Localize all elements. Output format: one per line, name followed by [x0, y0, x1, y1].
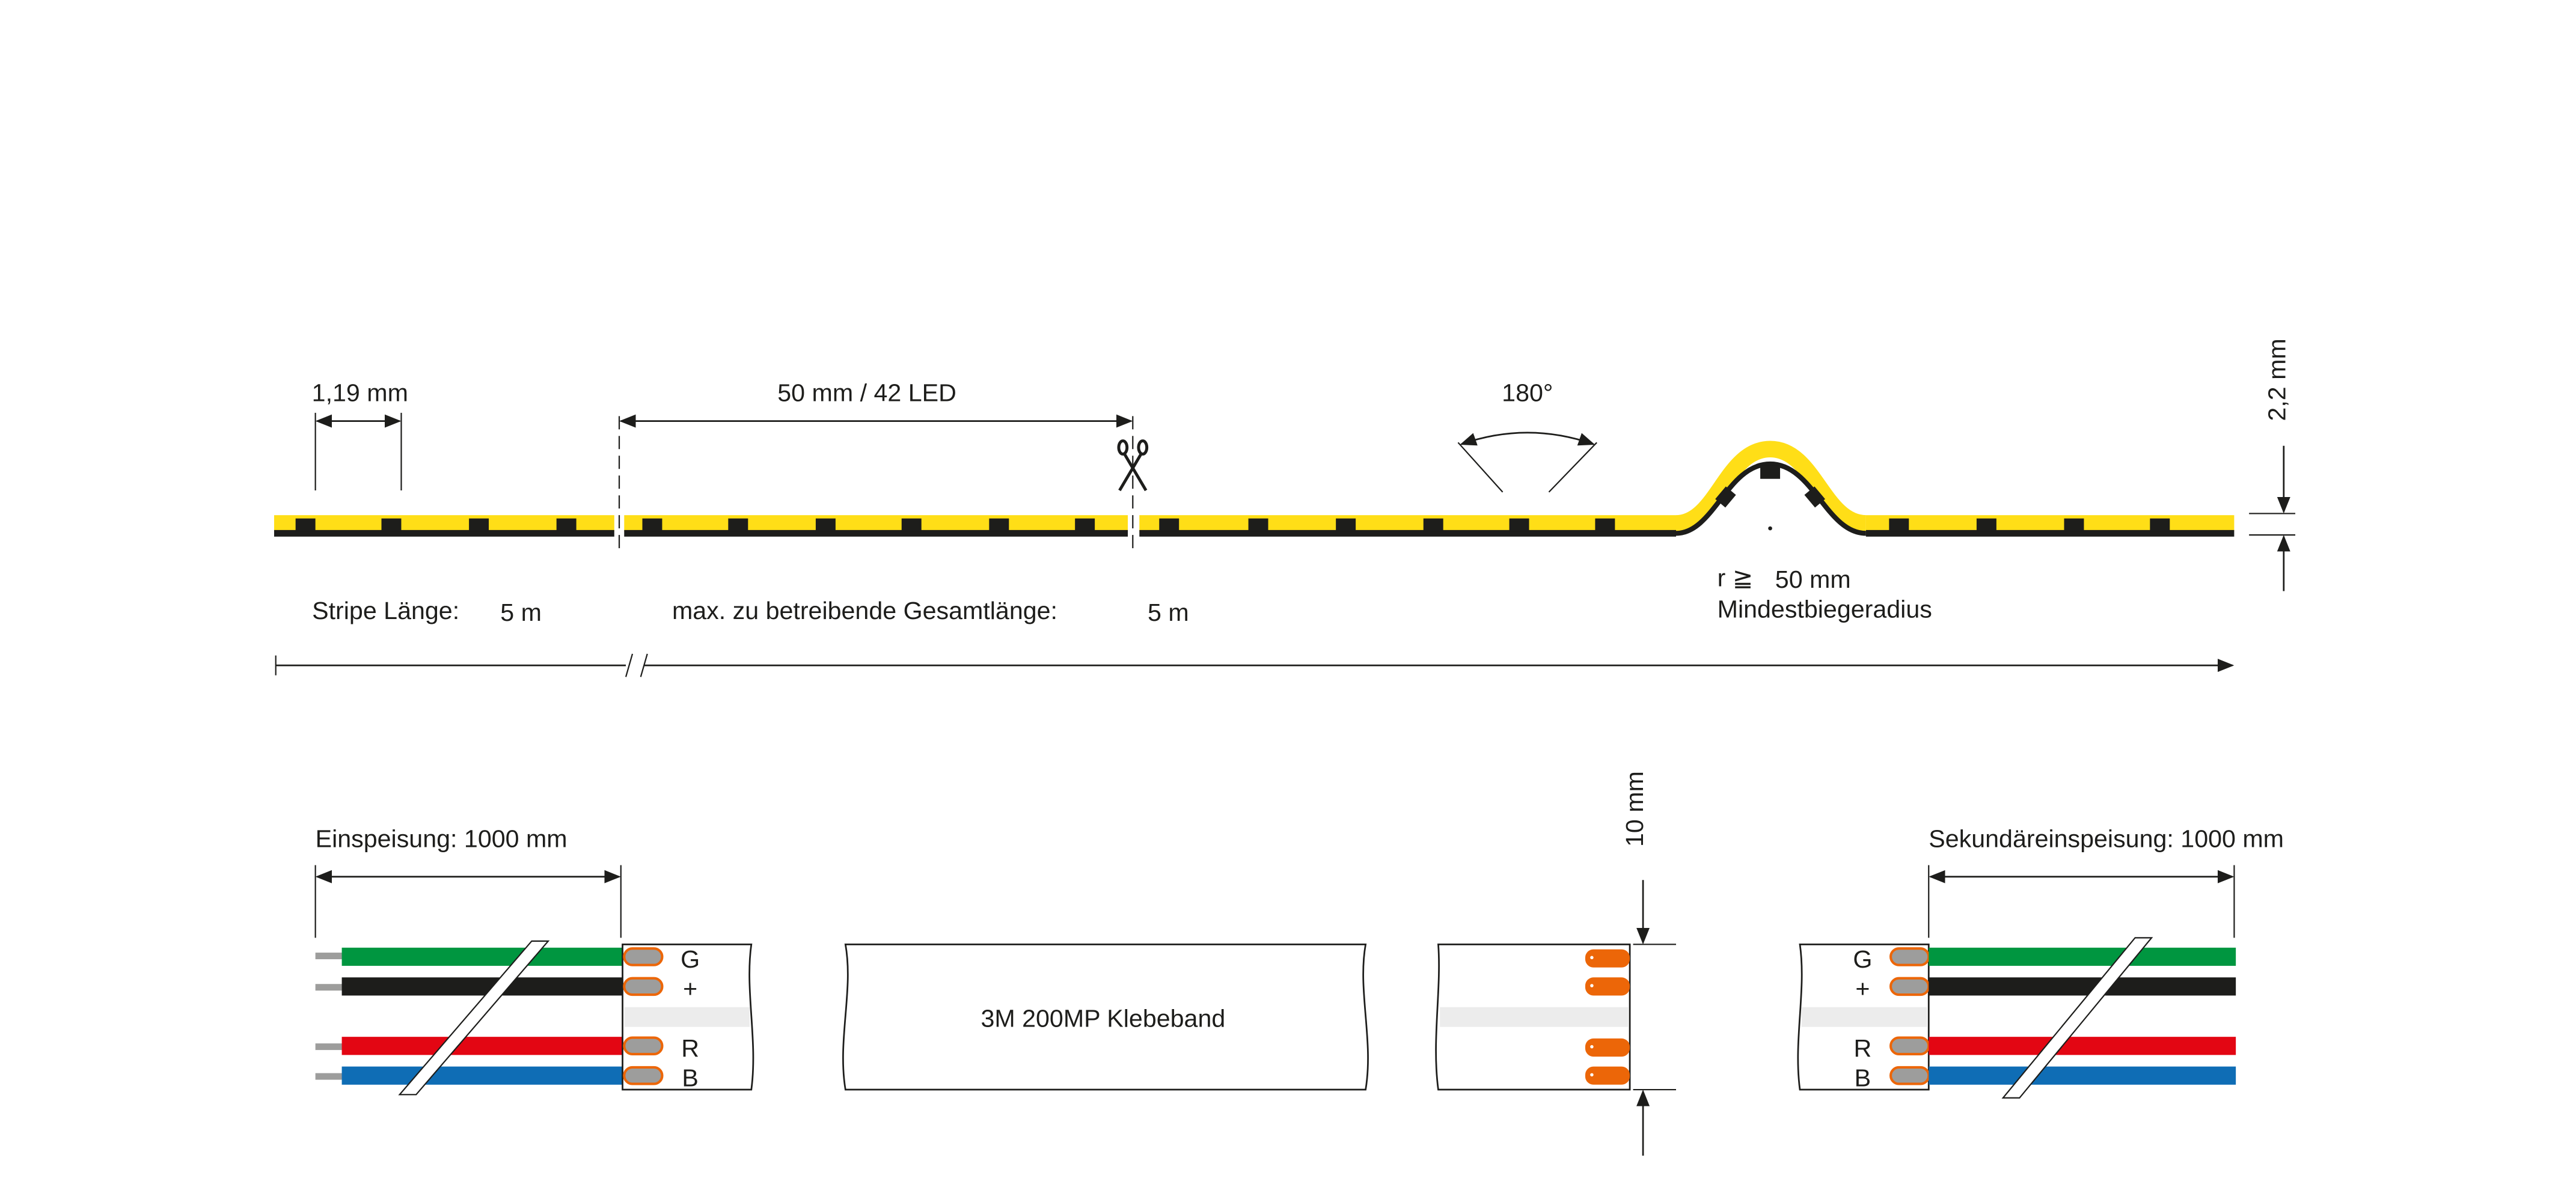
led: [1423, 518, 1443, 532]
radius-label: Mindestbiegeradius: [1718, 595, 1932, 623]
solder-pad: [623, 1066, 664, 1085]
feed-label: Einspeisung: 1000 mm: [316, 825, 568, 852]
angle-arc: [1460, 432, 1595, 446]
bend-center-dot: [1768, 526, 1772, 531]
tape-section: 3M 200MP Klebeband: [842, 943, 1369, 1091]
radius-value: 50 mm: [1775, 566, 1851, 593]
wire-red: [1929, 1037, 2236, 1055]
solder-pad: [1889, 977, 1930, 996]
led: [556, 518, 577, 532]
pin-plus: +: [1855, 975, 1870, 1002]
strip-bend: [1675, 441, 1867, 532]
led: [1760, 465, 1781, 479]
pitch-label: 1,19 mm: [312, 379, 408, 407]
radius-symbol: r ≧: [1718, 564, 1754, 591]
led: [469, 518, 489, 532]
led: [1804, 486, 1825, 508]
led: [1075, 518, 1095, 532]
led: [1595, 518, 1615, 532]
secondary-wires: [1929, 937, 2236, 1099]
angle-label: 180°: [1502, 379, 1553, 407]
secondary-connector: G + R B: [1797, 943, 1930, 1092]
led: [1248, 518, 1268, 532]
pin-b: B: [1855, 1064, 1871, 1092]
led: [381, 518, 402, 532]
solder-pad: [1889, 1036, 1930, 1056]
stripe-length-value: 5 m: [500, 599, 542, 626]
led: [1159, 518, 1179, 532]
wire-green: [1929, 947, 2236, 966]
scissors-icon: [1117, 439, 1149, 492]
pin-g: G: [1853, 945, 1872, 973]
pin-g: G: [681, 945, 700, 973]
led: [2064, 518, 2084, 532]
wire-red: [341, 1037, 623, 1055]
wire-blue: [1929, 1066, 2236, 1085]
solder-pad: [1889, 947, 1930, 966]
secondary-feed-label: Sekundäreinspeisung: 1000 mm: [1929, 825, 2284, 852]
led: [295, 518, 316, 532]
led: [815, 518, 836, 532]
feed-wires: [315, 940, 623, 1096]
strip-end: [1435, 943, 1631, 1091]
led: [1976, 518, 1996, 532]
led: [1715, 486, 1736, 508]
led: [1889, 518, 1909, 532]
segment-label: 50 mm / 42 LED: [777, 379, 956, 407]
led: [642, 518, 662, 532]
stripe-length-label: Stripe Länge:: [312, 597, 459, 624]
total-length-line: [275, 653, 2235, 677]
led: [901, 518, 922, 532]
led: [2150, 518, 2170, 532]
solder-pad: [623, 947, 664, 966]
wire-blue: [341, 1066, 623, 1085]
wire-black: [1929, 977, 2236, 996]
solder-pad: [623, 1036, 664, 1056]
tape-label: 3M 200MP Klebeband: [981, 1005, 1225, 1033]
wire-green: [341, 947, 623, 966]
led-strip: [274, 441, 2235, 537]
led: [728, 518, 748, 532]
feed-connector: G + R B: [622, 943, 754, 1092]
max-length-value: 5 m: [1148, 599, 1189, 626]
pin-r: R: [681, 1034, 699, 1062]
solder-pad: [623, 977, 664, 996]
pin-b: B: [682, 1064, 698, 1092]
width-label: 10 mm: [1621, 771, 1648, 847]
wire-black: [341, 977, 623, 996]
solder-pad: [1889, 1066, 1930, 1085]
max-length-label: max. zu betreibende Gesamtlänge:: [672, 597, 1057, 624]
pin-plus: +: [683, 975, 697, 1002]
pin-r: R: [1854, 1034, 1872, 1062]
led: [1336, 518, 1356, 532]
led: [989, 518, 1009, 532]
led: [1509, 518, 1529, 532]
height-label: 2,2 mm: [2263, 338, 2291, 421]
